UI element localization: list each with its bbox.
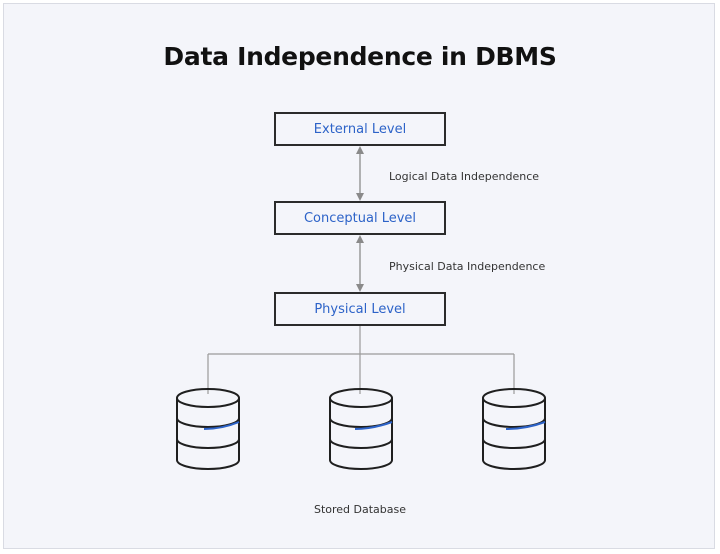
conceptual-level-label: Conceptual Level — [303, 210, 417, 226]
storage-connector-tree — [207, 326, 515, 394]
conceptual-level-box: Conceptual Level — [274, 201, 446, 235]
external-level-label: External Level — [313, 121, 407, 137]
database-icon — [329, 388, 393, 470]
database-icon — [176, 388, 240, 470]
diagram-title: Data Independence in DBMS — [163, 42, 557, 71]
diagram-canvas: Data Independence in DBMS — [3, 3, 715, 549]
physical-level-box: Physical Level — [274, 292, 446, 326]
physical-independence-label: Physical Data Independence — [389, 260, 546, 273]
connector-layer — [176, 146, 546, 470]
database-icon — [482, 388, 546, 470]
external-level-box: External Level — [274, 112, 446, 146]
stored-database-label: Stored Database — [313, 503, 407, 516]
physical-level-label: Physical Level — [314, 301, 406, 317]
logical-independence-label: Logical Data Independence — [389, 170, 540, 183]
